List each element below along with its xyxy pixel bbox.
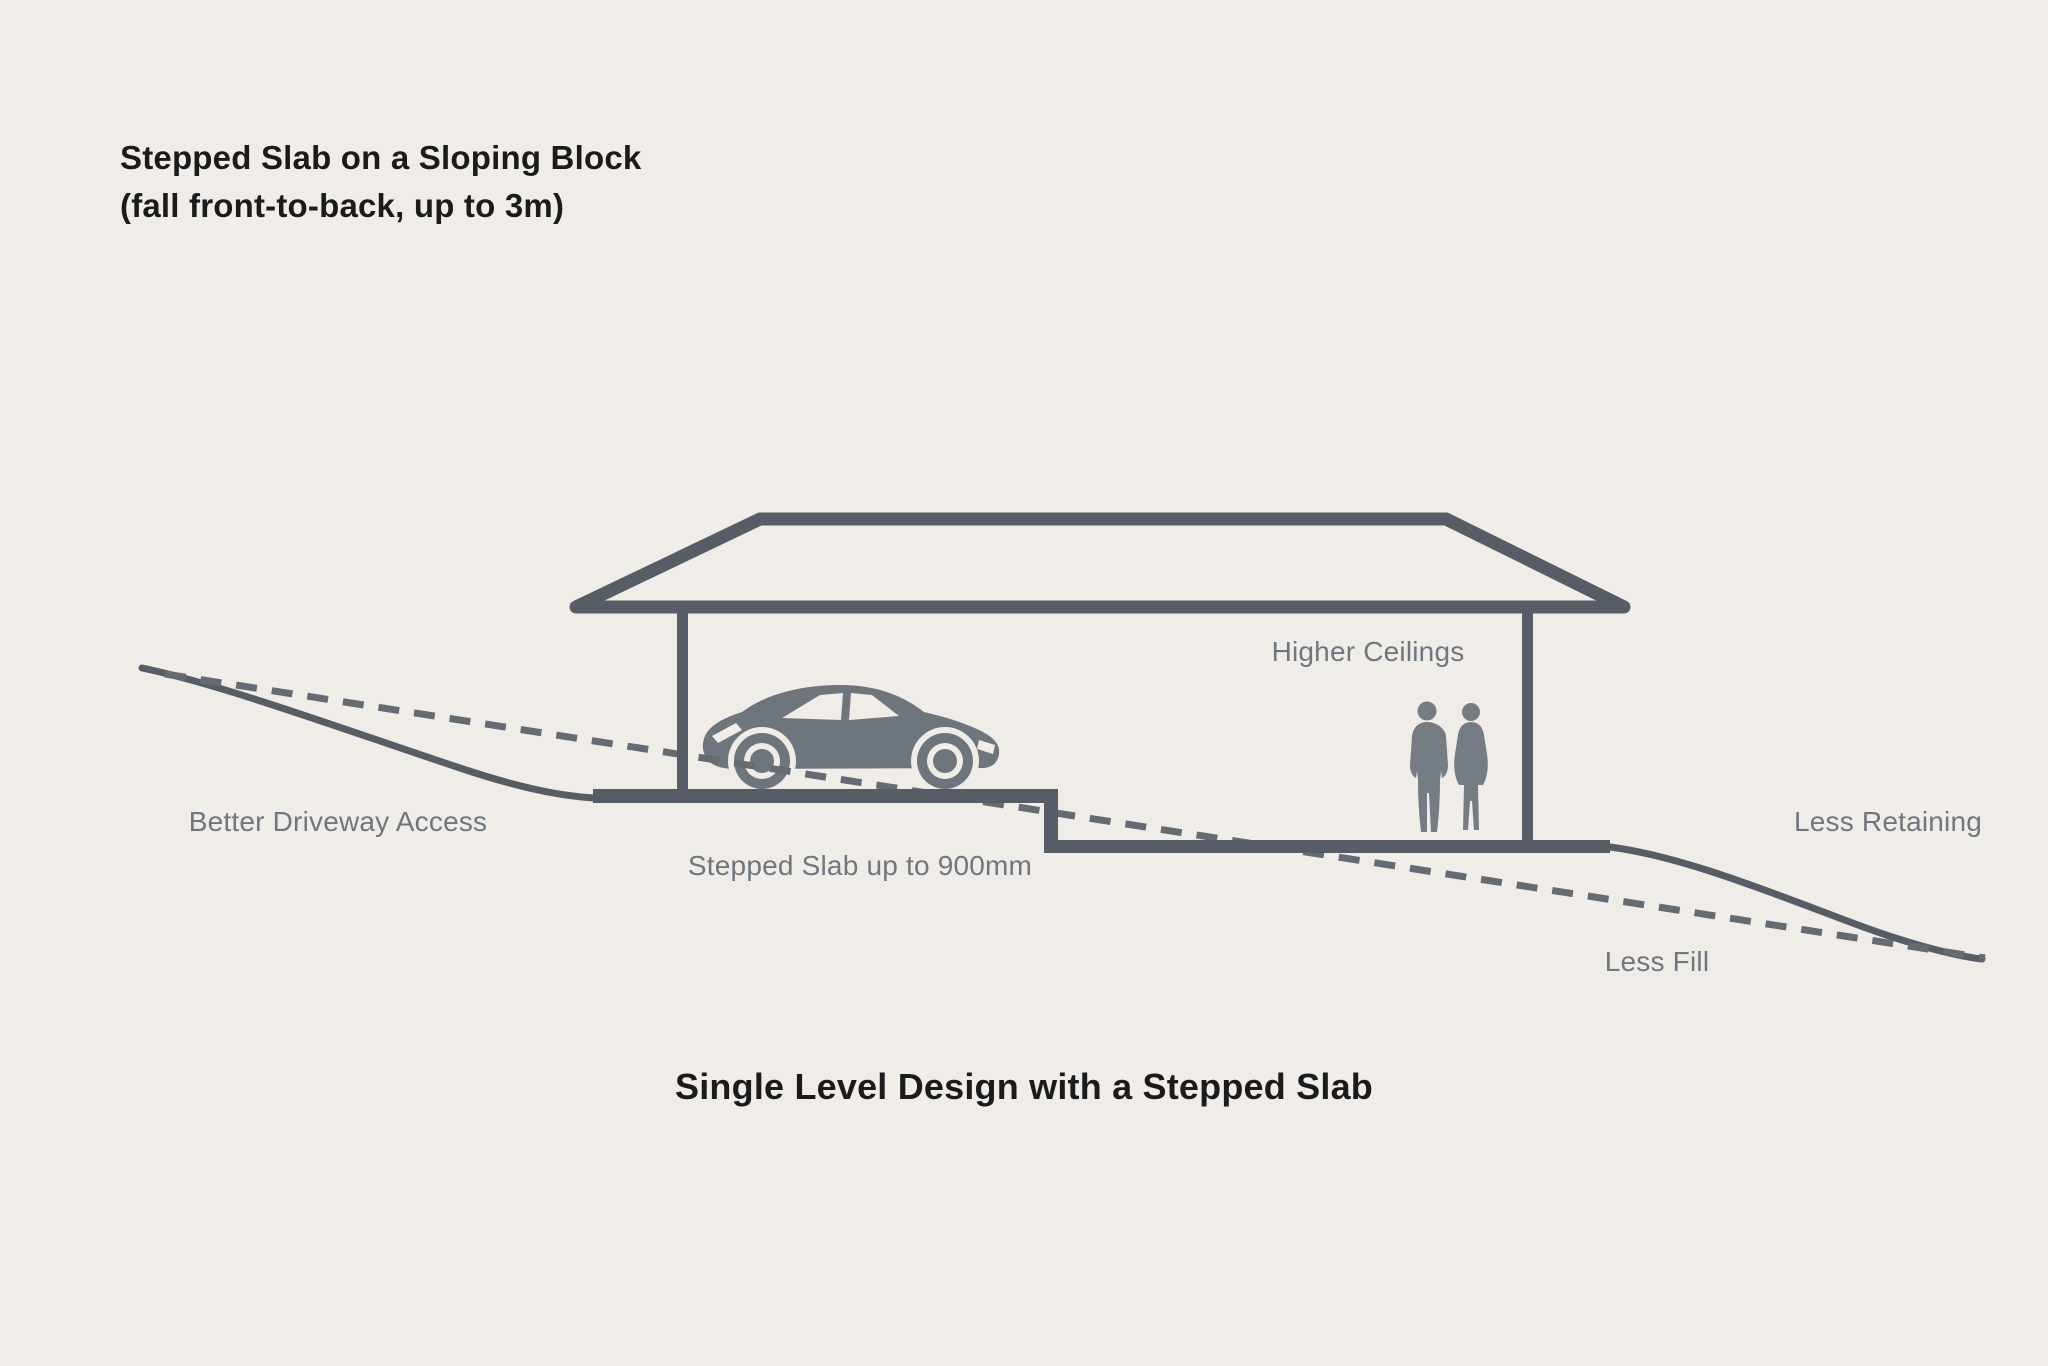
person-woman bbox=[1454, 703, 1488, 830]
house-wall-right bbox=[1522, 607, 1533, 841]
natural-ground-dashed-line bbox=[164, 670, 1986, 962]
page-title-line2: (fall front-to-back, up to 3m) bbox=[120, 187, 565, 224]
page-title-line1: Stepped Slab on a Sloping Block bbox=[120, 139, 642, 176]
label-less-retaining: Less Retaining bbox=[1793, 806, 1983, 837]
stepped-slab bbox=[593, 789, 1610, 853]
people-icon bbox=[1410, 701, 1488, 832]
person-man bbox=[1410, 701, 1448, 832]
label-less-fill: Less Fill bbox=[1604, 946, 1710, 977]
ground-line-right bbox=[1606, 843, 1986, 963]
ground-line-left bbox=[138, 664, 598, 802]
label-better-driveway-access: Better Driveway Access bbox=[188, 806, 488, 837]
house-wall-left bbox=[677, 607, 688, 790]
car-icon bbox=[702, 685, 1000, 795]
house-roof bbox=[569, 512, 1631, 614]
diagram-caption: Single Level Design with a Stepped Slab bbox=[675, 1066, 1373, 1107]
label-higher-ceilings: Higher Ceilings bbox=[1271, 636, 1465, 667]
label-stepped-slab: Stepped Slab up to 900mm bbox=[687, 850, 1033, 881]
page-title: Stepped Slab on a Sloping Block (fall fr… bbox=[120, 134, 641, 230]
